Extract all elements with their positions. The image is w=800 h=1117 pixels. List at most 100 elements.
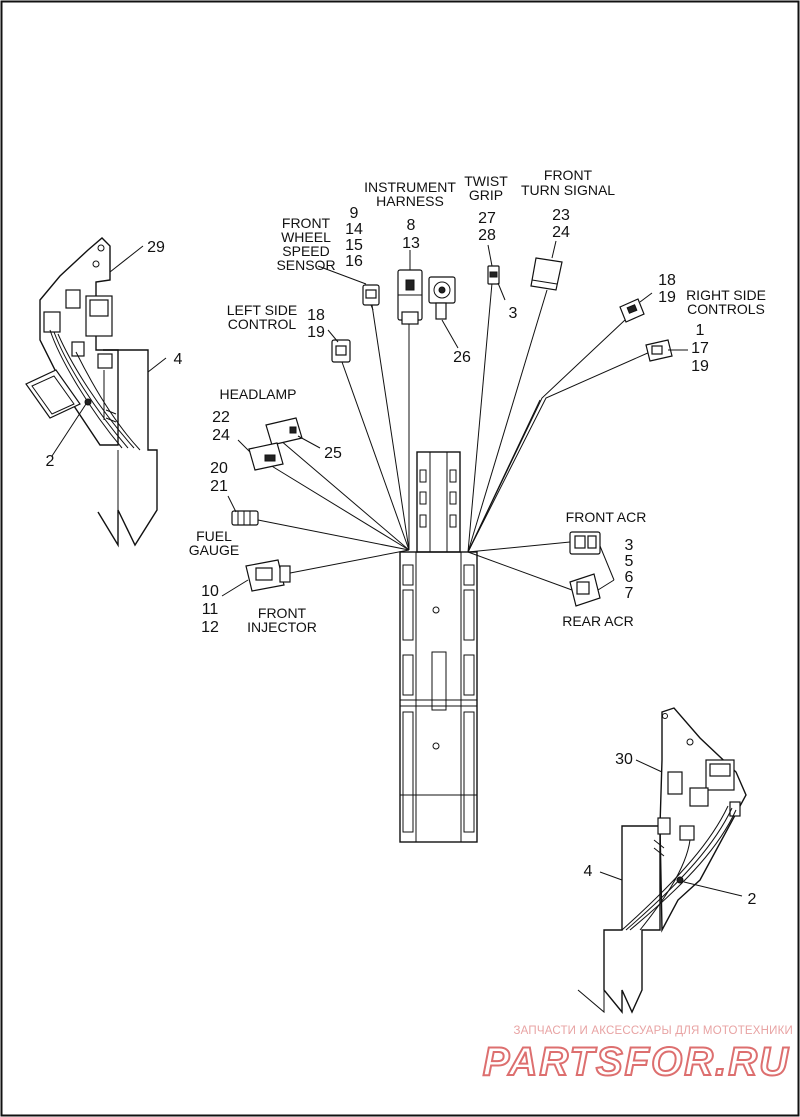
front-injector-connector [245, 559, 291, 592]
svg-text:SPEED: SPEED [282, 243, 329, 259]
central-frame [399, 451, 478, 843]
svg-text:22: 22 [212, 409, 230, 426]
callout-front-injector: 10 11 12 [201, 583, 219, 636]
right-bracket-assembly [577, 707, 747, 1014]
svg-text:13: 13 [402, 235, 420, 252]
callout-right-bracket: 30 [615, 751, 633, 768]
label-front-injector: FRONT INJECTOR [247, 605, 317, 635]
svg-text:HARNESS: HARNESS [376, 193, 444, 209]
callout-right-clip: 2 [748, 891, 757, 908]
svg-text:TURN SIGNAL: TURN SIGNAL [521, 182, 615, 198]
svg-text:WHEEL: WHEEL [281, 229, 331, 245]
svg-text:REAR ACR: REAR ACR [562, 613, 634, 629]
callout-twist-grip: 27 28 [478, 210, 496, 244]
watermark-logo: ЗАПЧАСТИ И АКСЕССУАРЫ ДЛЯ МОТОТЕХНИКИ PA… [482, 1025, 793, 1085]
svg-text:TWIST: TWIST [464, 173, 508, 189]
svg-text:FRONT: FRONT [544, 167, 593, 183]
svg-text:6: 6 [625, 569, 634, 586]
label-rear-acr: REAR ACR [562, 613, 634, 629]
right-control-upper-connector [619, 298, 645, 323]
wheel-speed-connector [362, 284, 380, 311]
fuel-gauge-connector [231, 510, 259, 526]
svg-text:FRONT: FRONT [258, 605, 307, 621]
svg-text:SENSOR: SENSOR [276, 257, 335, 273]
svg-text:5: 5 [625, 553, 634, 570]
svg-text:10: 10 [201, 583, 219, 600]
item-26-connector [428, 276, 456, 320]
svg-text:15: 15 [345, 237, 363, 254]
headlamp-connector-lower [248, 442, 284, 471]
left-control-connector [331, 339, 351, 363]
svg-text:PARTSFOR.RU: PARTSFOR.RU [483, 1040, 790, 1084]
svg-text:18: 18 [658, 272, 676, 289]
instrument-harness-connector [397, 269, 423, 325]
svg-text:14: 14 [345, 221, 363, 238]
callout-item-25: 25 [324, 445, 342, 462]
svg-text:17: 17 [691, 340, 709, 357]
label-front-acr: FRONT ACR [566, 509, 647, 525]
svg-text:23: 23 [552, 207, 570, 224]
callout-right-frame: 4 [584, 863, 593, 880]
callout-instrument: 8 13 [402, 217, 420, 252]
front-acr-connector [569, 531, 601, 555]
turn-signal-connector [530, 257, 563, 291]
svg-text:20: 20 [210, 460, 228, 477]
svg-text:RIGHT SIDE: RIGHT SIDE [686, 287, 766, 303]
callout-left-bracket: 29 [147, 239, 165, 256]
callout-left-frame: 4 [174, 351, 183, 368]
callout-headlamp: 22 24 [212, 409, 230, 444]
svg-text:12: 12 [201, 619, 219, 636]
label-right-side-controls: RIGHT SIDE CONTROLS [686, 287, 766, 317]
callout-fuel-gauge: 20 21 [210, 460, 228, 495]
svg-text:ЗАПЧАСТИ И АКСЕССУАРЫ ДЛЯ МОТО: ЗАПЧАСТИ И АКСЕССУАРЫ ДЛЯ МОТОТЕХНИКИ [513, 1025, 793, 1037]
callout-twist-grip-side: 3 [509, 305, 518, 322]
svg-text:FRONT: FRONT [282, 215, 331, 231]
svg-text:19: 19 [658, 289, 676, 306]
left-bracket-assembly [25, 237, 158, 548]
svg-text:8: 8 [407, 217, 416, 234]
callout-wheel-speed: 9 14 15 16 [345, 205, 363, 270]
svg-text:1: 1 [696, 322, 705, 339]
label-headlamp: HEADLAMP [219, 386, 296, 402]
callout-right-control-lower: 1 17 19 [691, 322, 709, 375]
leader-lines [51, 240, 743, 897]
callout-right-control-upper: 18 19 [658, 272, 676, 306]
callout-acr: 3 5 6 7 [625, 537, 634, 602]
callout-item-26: 26 [453, 349, 471, 366]
label-twist-grip: TWIST GRIP [464, 173, 508, 203]
svg-text:16: 16 [345, 253, 363, 270]
label-front-wheel-speed-sensor: FRONT WHEEL SPEED SENSOR [276, 215, 335, 273]
callout-left-control: 18 19 [307, 307, 325, 341]
svg-text:27: 27 [478, 210, 496, 227]
svg-text:24: 24 [552, 224, 570, 241]
svg-text:28: 28 [478, 227, 496, 244]
svg-text:FUEL: FUEL [196, 528, 232, 544]
svg-text:9: 9 [350, 205, 359, 222]
svg-text:INSTRUMENT: INSTRUMENT [364, 179, 456, 195]
svg-text:7: 7 [625, 585, 634, 602]
svg-text:19: 19 [691, 358, 709, 375]
svg-text:CONTROLS: CONTROLS [687, 301, 765, 317]
svg-text:LEFT SIDE: LEFT SIDE [227, 302, 298, 318]
callout-turn-signal: 23 24 [552, 207, 570, 241]
svg-text:HEADLAMP: HEADLAMP [219, 386, 296, 402]
svg-text:24: 24 [212, 427, 230, 444]
harness-wires [257, 282, 651, 591]
svg-text:21: 21 [210, 478, 228, 495]
svg-text:CONTROL: CONTROL [228, 316, 297, 332]
callout-left-clip: 2 [46, 453, 55, 470]
label-fuel-gauge: FUEL GAUGE [189, 528, 240, 558]
svg-text:GRIP: GRIP [469, 187, 503, 203]
label-left-side-control: LEFT SIDE CONTROL [227, 302, 298, 332]
svg-text:3: 3 [625, 537, 634, 554]
svg-text:GAUGE: GAUGE [189, 542, 240, 558]
right-control-lower-connector [645, 339, 673, 362]
label-instrument-harness: INSTRUMENT HARNESS [364, 179, 456, 209]
headlamp-connector-upper [265, 417, 303, 446]
svg-text:18: 18 [307, 307, 325, 324]
label-front-turn-signal: FRONT TURN SIGNAL [521, 167, 615, 198]
twist-grip-connector [487, 265, 500, 285]
svg-text:FRONT ACR: FRONT ACR [566, 509, 647, 525]
